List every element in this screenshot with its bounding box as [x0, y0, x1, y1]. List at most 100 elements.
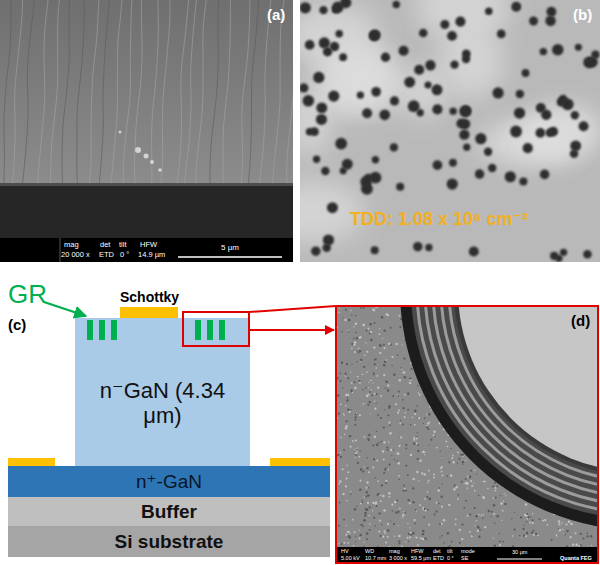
surface-grain [374, 363, 376, 365]
dislocation-streak [123, 0, 132, 185]
surface-grain [397, 394, 398, 395]
surface-grain [357, 376, 359, 378]
surface-grain [355, 439, 357, 441]
surface-grain [455, 524, 457, 526]
dark-spot [303, 95, 315, 107]
surface-grain [416, 471, 418, 473]
surface-grain [350, 389, 353, 392]
sem-cross-section [0, 0, 293, 262]
surface-speck [119, 131, 122, 134]
surface-grain [358, 337, 360, 339]
surface-grain [457, 452, 459, 454]
surface-speck [150, 160, 154, 164]
surface-grain [391, 510, 392, 511]
surface-grain [354, 424, 356, 426]
instrument-label: Quanta FEG [560, 556, 592, 562]
surface-grain [422, 538, 425, 541]
surface-grain [493, 497, 494, 498]
surface-grain [388, 441, 390, 443]
zoom-arrow [249, 329, 334, 331]
surface-grain [467, 515, 469, 517]
surface-grain [338, 525, 340, 527]
surface-grain [558, 520, 560, 522]
surface-grain [407, 474, 409, 476]
info-bar-value: 20 000 x [61, 251, 90, 259]
surface-speck [135, 147, 141, 153]
surface-grain [403, 371, 406, 374]
surface-grain [355, 457, 356, 458]
surface-grain [449, 545, 450, 546]
surface-grain [369, 529, 371, 531]
surface-grain [359, 537, 361, 539]
surface-grain [372, 308, 374, 310]
surface-grain [351, 382, 353, 384]
dark-spot [342, 159, 353, 170]
surface-grain [587, 533, 588, 534]
surface-grain [428, 480, 430, 482]
surface-grain [477, 526, 479, 528]
surface-grain [397, 412, 399, 414]
surface-grain [526, 532, 528, 534]
dark-spot [536, 103, 546, 113]
surface-grain [353, 545, 355, 547]
surface-grain [405, 412, 406, 413]
dislocation-streak [22, 0, 34, 185]
dark-spot [300, 2, 311, 13]
surface-grain [359, 382, 361, 384]
surface-grain [446, 475, 448, 477]
surface-grain [362, 500, 363, 501]
surface-grain [356, 361, 357, 362]
dislocation-streak [134, 0, 142, 185]
surface-grain [358, 530, 359, 531]
surface-grain [398, 543, 400, 545]
surface-grain [488, 510, 490, 512]
info-bar-key: tilt [119, 241, 127, 249]
dark-spot [425, 244, 432, 251]
surface-grain [374, 400, 376, 402]
surface-grain [471, 485, 473, 487]
surface-grain [511, 518, 512, 519]
dark-spot [535, 128, 545, 138]
surface-grain [398, 475, 400, 477]
surface-grain [419, 504, 421, 506]
surface-grain [438, 487, 440, 489]
surface-grain [359, 450, 360, 451]
dark-spot [414, 65, 424, 75]
surface-grain [424, 418, 426, 420]
surface-grain [398, 535, 401, 538]
surface-grain [365, 387, 367, 389]
surface-grain [351, 348, 353, 350]
surface-grain [372, 467, 374, 469]
surface-grain [383, 374, 385, 376]
surface-grain [376, 431, 378, 433]
surface-grain [363, 366, 365, 368]
surface-grain [346, 525, 347, 526]
electrode-edge [454, 306, 598, 476]
info-bar-key: HV [341, 549, 349, 555]
dark-spot [392, 1, 399, 8]
dark-spot [449, 107, 456, 114]
surface-grain [500, 495, 501, 496]
surface-grain [551, 539, 553, 541]
surface-grain [558, 523, 560, 525]
surface-grain [398, 525, 399, 526]
surface-grain [440, 495, 442, 497]
pointer-arrow [44, 302, 86, 316]
dark-spot [379, 109, 390, 120]
surface-grain [353, 338, 355, 340]
surface-grain [453, 461, 455, 463]
surface-grain [346, 465, 348, 467]
surface-grain [350, 372, 351, 373]
surface-grain [411, 368, 413, 370]
schottky-electrode [458, 306, 598, 472]
dark-spot [575, 44, 582, 51]
surface-grain [537, 534, 539, 536]
surface-grain [366, 371, 368, 373]
surface-grain [465, 460, 466, 461]
surface-grain [419, 460, 421, 462]
dark-spot [440, 20, 449, 29]
dark-spot [316, 114, 327, 125]
surface-grain [369, 391, 371, 393]
surface-grain [387, 385, 389, 387]
surface-grain [374, 525, 375, 526]
